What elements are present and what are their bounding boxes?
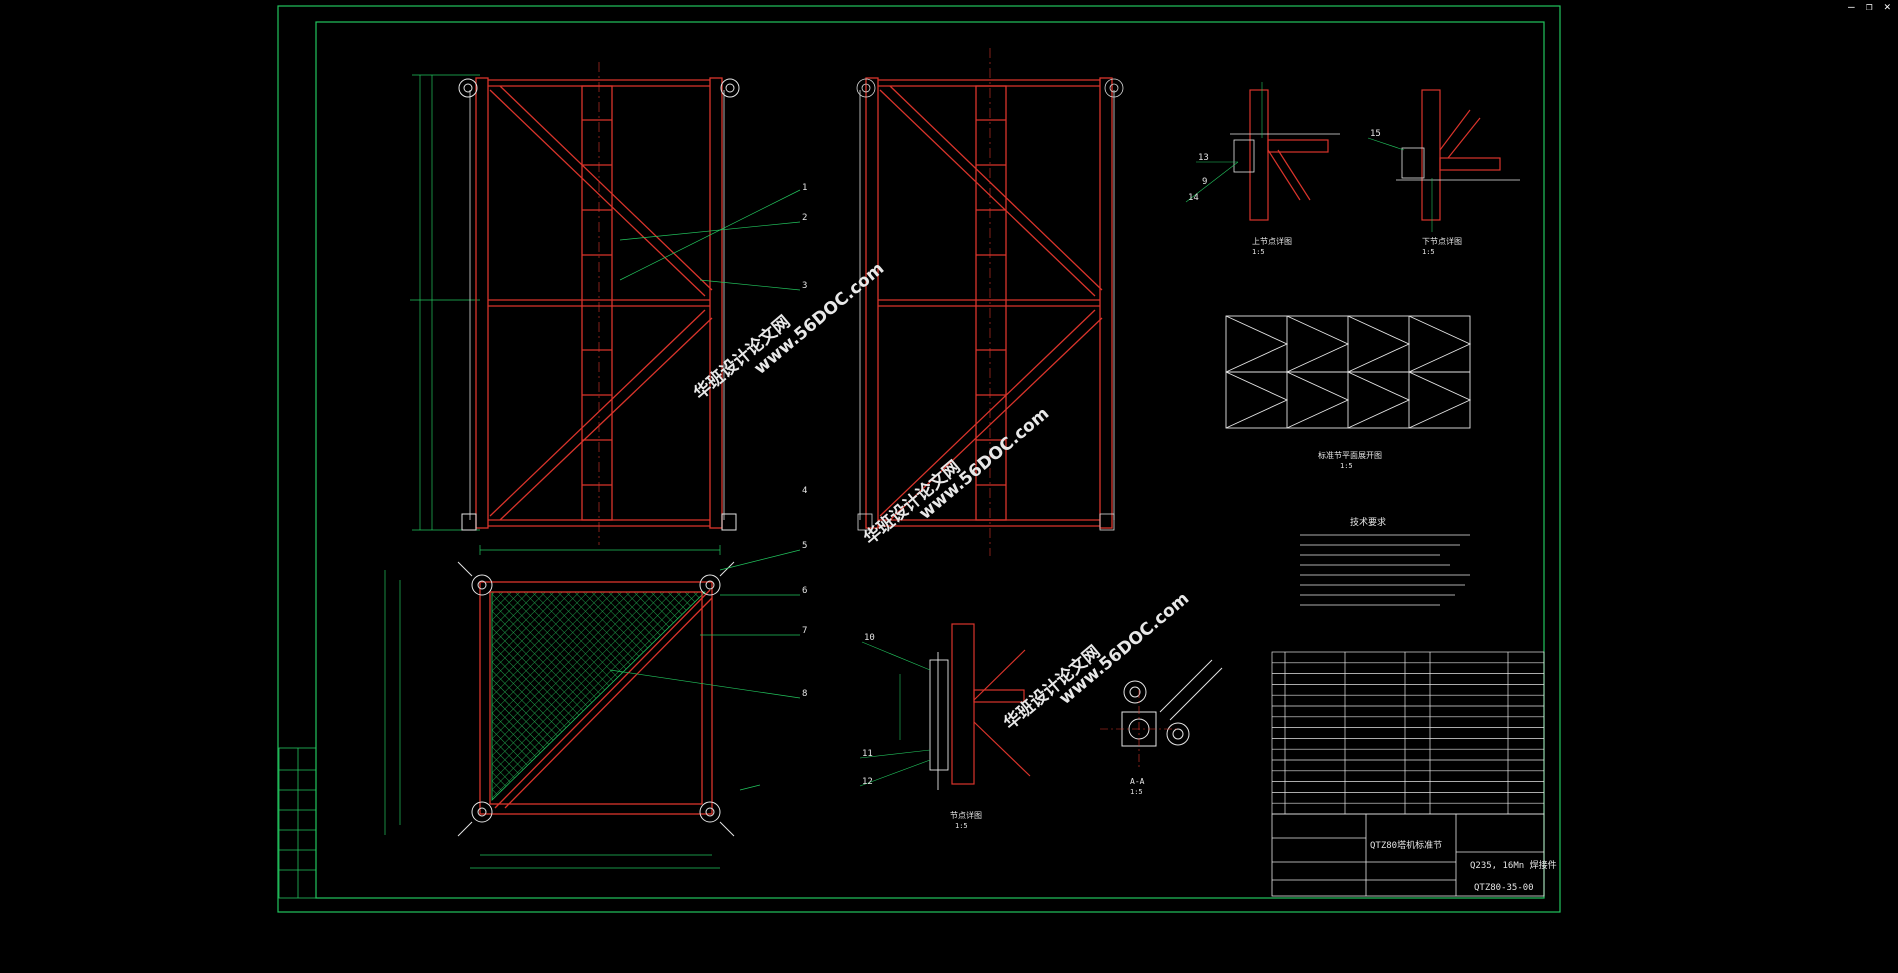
drawing-code: QTZ80-35-00 bbox=[1474, 883, 1534, 893]
part-number-5: 5 bbox=[802, 541, 807, 551]
part-number-10: 10 bbox=[864, 633, 875, 643]
restore-button[interactable]: ❐ bbox=[1866, 0, 1873, 13]
section-a-a-view bbox=[1100, 659, 1223, 770]
drawing-title: QTZ80塔机标准节 bbox=[1370, 839, 1442, 851]
scale-lower-node: 1:5 bbox=[1422, 248, 1435, 256]
revision-strip bbox=[278, 747, 317, 899]
part-number-4: 4 bbox=[802, 486, 807, 496]
part-number-15: 15 bbox=[1370, 129, 1381, 139]
watermark-url: www.56DOC.com bbox=[915, 404, 1053, 524]
part-number-11: 11 bbox=[862, 749, 873, 759]
part-number-2: 2 bbox=[802, 213, 807, 223]
notes-title: 技术要求 bbox=[1350, 516, 1386, 528]
title-block bbox=[1271, 813, 1545, 897]
part-number-9: 9 bbox=[1202, 177, 1207, 187]
plan-view bbox=[384, 549, 801, 869]
scale-joint: 1:5 bbox=[955, 822, 968, 830]
lower-node-detail bbox=[1367, 89, 1520, 232]
caption-lower-node: 下节点详图 bbox=[1422, 236, 1462, 246]
part-number-1: 1 bbox=[802, 183, 807, 193]
sheet-border bbox=[277, 5, 1561, 913]
caption-upper-node: 上节点详图 bbox=[1252, 236, 1292, 246]
developed-panel-diagram bbox=[1225, 315, 1472, 429]
scale-upper-node: 1:5 bbox=[1252, 248, 1265, 256]
part-number-8: 8 bbox=[802, 689, 807, 699]
front-elevation-view bbox=[410, 62, 801, 555]
caption-section: A-A bbox=[1130, 777, 1145, 786]
watermark-url: www.56DOC.com bbox=[750, 259, 888, 379]
upper-node-detail bbox=[1185, 82, 1340, 221]
part-number-7: 7 bbox=[802, 626, 807, 636]
caption-developed: 标准节平面展开图 bbox=[1318, 450, 1382, 460]
minimize-button[interactable]: — bbox=[1848, 0, 1855, 13]
parts-list-table bbox=[1271, 651, 1545, 815]
scale-developed: 1:5 bbox=[1340, 462, 1353, 470]
close-button[interactable]: ✕ bbox=[1884, 0, 1891, 13]
part-number-14: 14 bbox=[1188, 193, 1199, 203]
side-elevation-view bbox=[856, 48, 1124, 556]
part-number-6: 6 bbox=[802, 586, 807, 596]
scale-section: 1:5 bbox=[1130, 788, 1143, 796]
caption-joint: 节点详图 bbox=[950, 810, 982, 820]
drawing-subtitle: Q235, 16Mn 焊接件 bbox=[1470, 859, 1557, 871]
part-number-13: 13 bbox=[1198, 153, 1209, 163]
part-number-3: 3 bbox=[802, 281, 807, 291]
part-number-12: 12 bbox=[862, 777, 873, 787]
technical-notes: 技术要求 bbox=[1300, 516, 1470, 606]
joint-detail-view bbox=[859, 623, 1031, 790]
watermark-group: 华班设计论文网 www.56DOC.com 华班设计论文网 www.56DOC.… bbox=[690, 259, 1193, 734]
